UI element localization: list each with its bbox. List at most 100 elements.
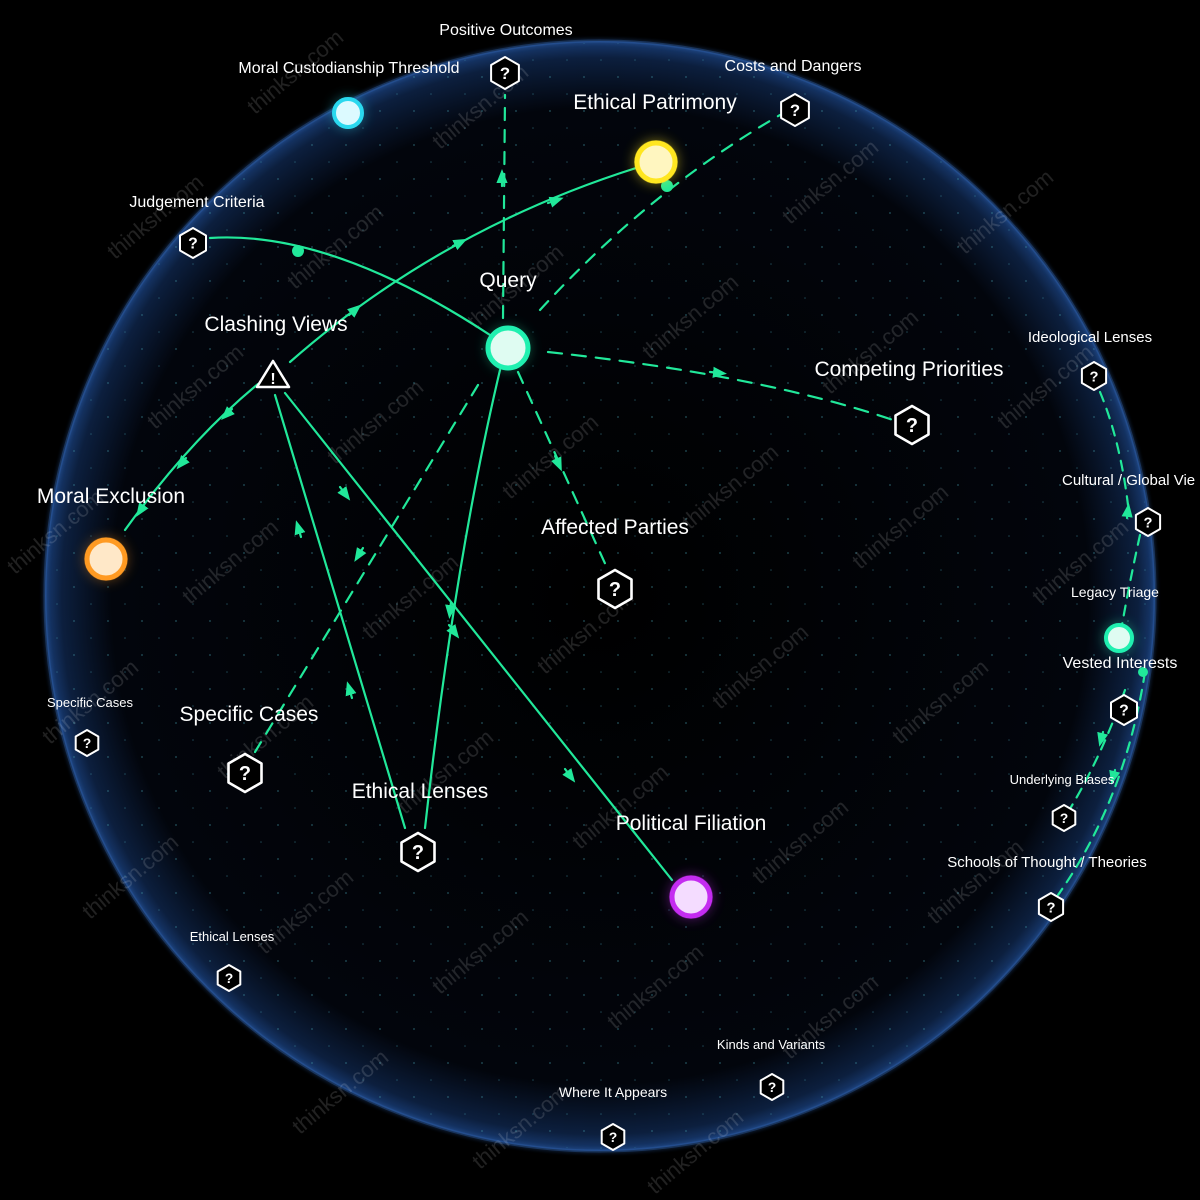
edge-cvme-arrow3	[136, 502, 149, 517]
question-mark-icon: ?	[1047, 900, 1056, 916]
moral-exclusion-node-circle[interactable]	[84, 537, 128, 581]
edges-layer	[123, 93, 1147, 897]
cultural-global-views-hex-icon[interactable]: ?	[1134, 507, 1162, 537]
warning-icon-mark: !	[270, 371, 275, 388]
question-mark-icon: ?	[1060, 811, 1068, 826]
positive-outcomes-hex-icon[interactable]: ?	[490, 56, 520, 90]
underlying-biases-hex-icon[interactable]: ?	[1051, 804, 1077, 832]
hexagon-icon[interactable]	[1051, 804, 1077, 832]
edge-query-specific-cases[interactable]	[253, 383, 480, 754]
edge-cultural-vested[interactable]	[1120, 533, 1142, 627]
specific-cases-inner-hex-icon[interactable]: ?	[227, 752, 263, 794]
ideological-lenses-hex-icon[interactable]: ?	[1080, 361, 1108, 391]
political-filiation-node-circle[interactable]	[669, 875, 713, 919]
edge-query-ethical-lenses[interactable]	[423, 368, 502, 830]
edge-query-costs-dangers[interactable]	[538, 113, 782, 312]
question-mark-icon: ?	[1090, 369, 1099, 385]
positive-outcomes-label: Positive Outcomes	[439, 22, 572, 39]
moral-custodianship-threshold-label: Moral Custodianship Threshold	[238, 60, 459, 77]
hexagon-icon[interactable]	[597, 568, 633, 610]
edge-clashing-views-political-filiation[interactable]	[283, 391, 674, 882]
edge-cvep-arrow1	[347, 304, 362, 318]
question-mark-icon: ?	[188, 236, 198, 253]
ethical-patrimony-node-circle[interactable]	[634, 140, 678, 184]
ethical-lenses-outer-hex-icon[interactable]: ?	[216, 964, 242, 992]
competing-priorities-hex-icon[interactable]: ?	[894, 404, 930, 446]
question-mark-icon: ?	[500, 64, 510, 83]
question-mark-icon: ?	[225, 971, 233, 986]
hexagon-icon[interactable]	[1037, 892, 1065, 922]
hexagon-icon[interactable]	[179, 227, 207, 259]
hexagon-icon[interactable]	[759, 1073, 785, 1101]
moral-custodianship-node-circle[interactable]	[332, 97, 364, 129]
edge-query-positive-outcomes[interactable]	[501, 93, 507, 320]
affected-parties-hex-icon[interactable]: ?	[597, 568, 633, 610]
node-ethical-patrimony[interactable]: Ethical Patrimony	[573, 91, 737, 184]
costs-and-dangers-label: Costs and Dangers	[725, 58, 862, 75]
edge-cvme-arrow2	[176, 455, 190, 470]
node-vested-interests[interactable]: Vested Interests	[1063, 623, 1178, 672]
question-mark-icon: ?	[1144, 515, 1153, 531]
edge-outer-arrow3	[1109, 768, 1121, 785]
query-node-circle[interactable]	[485, 325, 531, 371]
edge-qcp-arrow	[708, 366, 727, 378]
edge-clashing-views-ethical-patrimony[interactable]	[288, 166, 638, 364]
node-clashing-views[interactable]: ! Clashing Views	[204, 313, 348, 389]
kinds-and-variants-hex-icon[interactable]: ?	[759, 1073, 785, 1101]
costs-and-dangers-hex-icon[interactable]: ?	[780, 93, 810, 127]
hexagon-icon[interactable]	[227, 752, 263, 794]
edge-judgement-criteria-query[interactable]	[208, 236, 492, 337]
affected-parties-label: Affected Parties	[541, 516, 689, 539]
schools-of-thought-label: Schools of Thought / Theories	[947, 854, 1147, 871]
edge-ideological-cultural[interactable]	[1098, 390, 1130, 507]
sphere-rim	[43, 39, 1157, 1153]
question-mark-icon: ?	[768, 1080, 776, 1095]
ethical-lenses-inner-hex-icon[interactable]: ?	[400, 831, 436, 873]
specific-cases-inner-label: Specific Cases	[180, 703, 319, 726]
warning-icon[interactable]	[255, 359, 291, 389]
ethical-lenses-outer-label: Ethical Lenses	[190, 929, 275, 944]
political-filiation-label: Political Filiation	[616, 812, 767, 835]
hexagon-icon[interactable]	[1134, 507, 1162, 537]
hexagon-icon[interactable]	[600, 1123, 626, 1151]
competing-priorities-label: Competing Priorities	[814, 358, 1003, 381]
specific-cases-outer-label: Specific Cases	[47, 695, 133, 710]
hexagon-icon[interactable]	[400, 831, 436, 873]
judgement-criteria-hex-icon[interactable]: ?	[179, 227, 207, 259]
hexagon-icon[interactable]	[74, 729, 100, 757]
question-mark-icon: ?	[1119, 703, 1129, 720]
judgement-criteria-label: Judgement Criteria	[129, 194, 264, 211]
node-query[interactable]: Query	[479, 269, 537, 371]
hexagon-icon[interactable]	[780, 93, 810, 127]
hexagon-icon[interactable]	[216, 964, 242, 992]
edge-elcv-arrow2	[294, 520, 306, 539]
hexagon-icon[interactable]	[490, 56, 520, 90]
ethical-lenses-inner-label: Ethical Lenses	[352, 780, 489, 803]
edge-outer-arrow2	[1097, 730, 1109, 747]
query-label: Query	[479, 269, 537, 292]
where-it-appears-hex-icon[interactable]: ?	[600, 1123, 626, 1151]
node-moral-custodianship-threshold[interactable]: Moral Custodianship Threshold	[238, 60, 460, 129]
edge-cvpf-arrow3	[562, 767, 576, 783]
node-moral-exclusion[interactable]: Moral Exclusion	[37, 485, 185, 581]
schools-of-thought-hex-icon[interactable]: ?	[1037, 892, 1065, 922]
edge-cvme-arrow1	[221, 406, 235, 420]
question-mark-icon: ?	[790, 101, 800, 120]
node-political-filiation[interactable]: Political Filiation	[616, 812, 767, 919]
edge-cvep-arrow3	[546, 196, 564, 208]
hex-labels: Competing Priorities Affected Parties Sp…	[47, 22, 1195, 1100]
ideological-lenses-label: Ideological Lenses	[1028, 329, 1152, 346]
edge-query-competing-priorities[interactable]	[546, 350, 895, 422]
specific-cases-outer-hex-icon[interactable]: ?	[74, 729, 100, 757]
where-it-appears-label: Where It Appears	[559, 1084, 667, 1100]
question-mark-icon: ?	[412, 842, 424, 864]
question-mark-icon: ?	[609, 579, 621, 601]
edge-elcv-arrow1	[345, 681, 357, 700]
edge-cvep-arrow2	[451, 238, 468, 251]
edge-query-affected-parties[interactable]	[516, 370, 610, 572]
hexagon-icon[interactable]	[1080, 361, 1108, 391]
hexagon-icon[interactable]	[894, 404, 930, 446]
hexagon-icon[interactable]	[1110, 694, 1138, 726]
underlying-biases-node-hex-icon[interactable]: ?	[1110, 694, 1138, 726]
vested-interests-node-circle[interactable]	[1104, 623, 1134, 653]
